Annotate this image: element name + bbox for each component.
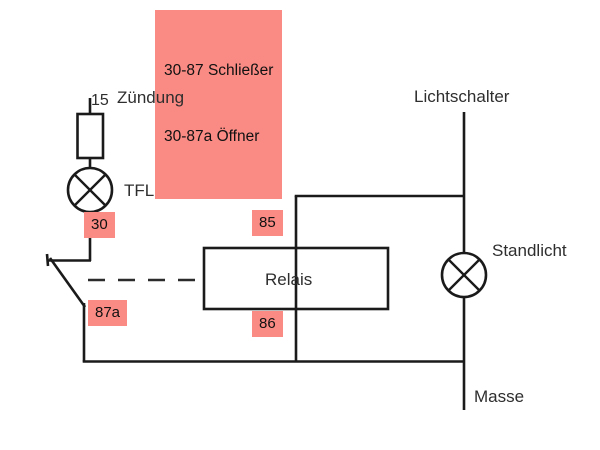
terminal-badge-85: 85 (252, 210, 283, 236)
legend-note-box: 30-87 Schließer 30-87a Öffner (155, 10, 283, 199)
tfl-label: TFL (124, 181, 155, 200)
switch-pivot-terminal (45, 253, 50, 267)
terminal-badge-30: 30 (84, 212, 115, 238)
lichtschalter-label: Lichtschalter (414, 87, 510, 106)
masse-label: Masse (474, 387, 525, 406)
terminal-badge-86: 86 (252, 311, 283, 337)
relais-label: Relais (265, 270, 313, 289)
fuse-symbol (76, 112, 105, 160)
tfl-lamp-cross-b (73, 173, 107, 207)
switch-moving-arm (48, 257, 87, 308)
standlicht-label: Standlicht (492, 241, 567, 260)
terminal-badge-87a: 87a (88, 300, 128, 326)
terminal-15-label: 15 (91, 92, 109, 109)
legend-note-line-1: 30-87 Schließer (164, 62, 274, 79)
zuendung-label: Zündung (117, 88, 185, 107)
legend-note-line-2: 30-87a Öffner (164, 128, 260, 145)
standlicht-lamp-cross-b (447, 258, 481, 292)
